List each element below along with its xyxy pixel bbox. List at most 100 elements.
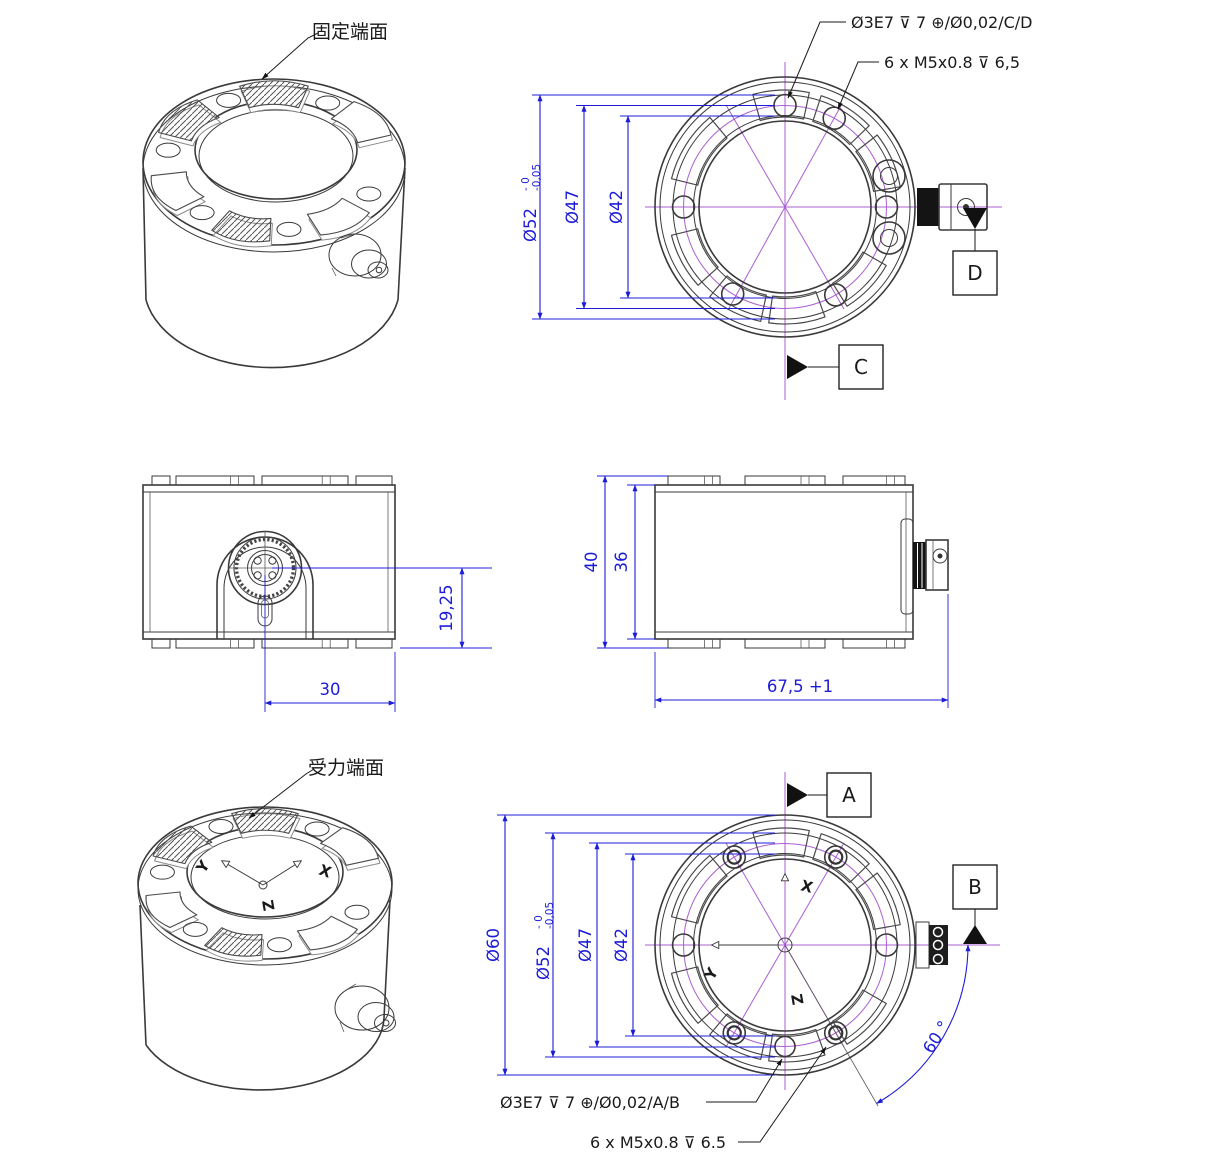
- dim-d42-label: Ø42: [612, 928, 631, 962]
- dim-connector-offset: 30: [264, 575, 396, 712]
- body-bottom: [145, 1017, 385, 1091]
- top-pads-side: [667, 475, 906, 486]
- outer-diameter: [654, 76, 916, 338]
- iso-view-fixed-face: 固定端面: [142, 21, 406, 369]
- datum-c: C: [787, 344, 884, 390]
- dim-diameter-60: Ø60: [484, 814, 775, 1076]
- top-circular-view: D C Ø52 - 0 -0,05 Ø47 Ø42: [520, 13, 1033, 400]
- dowel-hole: [774, 1035, 796, 1058]
- datum-c-label: C: [854, 355, 868, 379]
- bottom-circular-view: X Y Z 60 ° A B Ø60: [484, 772, 1000, 1152]
- front-view: 19,25 30: [142, 475, 492, 712]
- dim-60deg-label: 60 °: [919, 1017, 953, 1056]
- dim-diameter-52-bottom: Ø52 - 0 -0,05: [533, 832, 775, 1058]
- dowel-hole-callout-bottom: Ø3E7 ⊽ 7 ⊕/Ø0,02/A/B: [500, 1093, 680, 1112]
- body-left-silhouette: [139, 904, 147, 1046]
- thread-callout-bottom: 6 x M5x0.8 ⊽ 6.5: [590, 1133, 726, 1152]
- dowel-hole-callout-top: Ø3E7 ⊽ 7 ⊕/Ø0,02/C/D: [851, 13, 1033, 32]
- dim-d60-label: Ø60: [484, 928, 503, 962]
- datum-b-triangle: [963, 925, 987, 944]
- bottom-pads-side: [667, 638, 906, 649]
- connector-pin: [253, 556, 262, 565]
- mounting-pads: [670, 827, 901, 1063]
- dim-19-25-label: 19,25: [437, 584, 456, 631]
- connector-side: [900, 518, 949, 615]
- dim-length: 67,5 +1: [654, 594, 949, 708]
- datum-d-label: D: [967, 261, 982, 285]
- side-view: 40 36 67,5 +1: [582, 475, 949, 708]
- body-left-silhouette: [142, 167, 147, 301]
- dim-d52-tol-upper: - 0: [520, 177, 532, 191]
- dim-diameter-42-top: Ø42: [607, 115, 775, 299]
- origin-marker: [258, 880, 268, 890]
- cable-connector-iso: [328, 233, 389, 279]
- datum-b-label: B: [968, 875, 982, 899]
- datum-d: D: [952, 208, 998, 296]
- dim-connector-height: 19,25: [272, 567, 492, 649]
- coordinate-axes: X Y Z: [700, 874, 815, 1007]
- body-outline-side: [654, 484, 914, 640]
- connector-pin: [268, 556, 277, 565]
- dim-40-label: 40: [582, 552, 601, 573]
- center-bore: [194, 100, 358, 200]
- thread-callout-top: 6 x M5x0.8 ⊽ 6,5: [884, 53, 1020, 72]
- dim-diameter-47-top: Ø47: [563, 105, 775, 309]
- cable-connector-top: [917, 183, 988, 231]
- iso-view-load-face: X Y Z 受力端面: [137, 757, 396, 1091]
- connector-pin: [253, 571, 262, 580]
- body-bottom: [145, 299, 399, 369]
- datum-d-triangle: [963, 208, 987, 229]
- top-pads-front: [151, 475, 393, 486]
- dim-diameter-42-bottom: Ø42: [612, 853, 775, 1037]
- datum-a: A: [787, 772, 872, 818]
- bore: [698, 120, 872, 294]
- leader-line-fixed-face: [261, 32, 319, 80]
- body-right-silhouette: [397, 167, 406, 301]
- dim-d47-label: Ø47: [576, 928, 595, 962]
- leader-thread-hole-bottom: [738, 1046, 827, 1143]
- outer-rim-edge: [659, 81, 911, 333]
- y-axis-label: Y: [700, 964, 722, 984]
- dim-30-label: 30: [320, 680, 341, 699]
- dim-d42-label: Ø42: [607, 190, 626, 224]
- bore-step: [693, 115, 877, 299]
- bolt-circle: [683, 105, 887, 309]
- bolt-holes: [671, 93, 899, 307]
- coordinate-axes-iso: X Y Z: [192, 856, 334, 912]
- dim-angle-60: 60 °: [876, 944, 971, 1104]
- dim-height-body: 36: [612, 484, 655, 640]
- angle-leg-line: [784, 944, 879, 1107]
- bottom-pads-front: [151, 638, 393, 649]
- dim-height-overall: 40: [582, 475, 668, 649]
- cable-connector-iso: [334, 983, 396, 1033]
- bore: [698, 858, 872, 1032]
- mounting-pads-iso: [150, 80, 393, 248]
- datum-a-label: A: [842, 783, 856, 807]
- connector-pin: [268, 571, 277, 580]
- x-axis-label: X: [317, 861, 334, 882]
- leader-line-load-face: [248, 768, 315, 819]
- x-axis-arrow: [262, 861, 301, 886]
- dim-diameter-52-top: Ø52 - 0 -0,05: [520, 94, 775, 320]
- datum-b: B: [952, 864, 998, 944]
- leader-thread-hole-top: [837, 61, 879, 110]
- dim-36-label: 36: [612, 552, 631, 573]
- dim-d52-tol-lower: -0,05: [531, 164, 543, 191]
- x-axis-label: X: [799, 876, 815, 896]
- dim-d52-label: Ø52: [534, 946, 553, 980]
- z-axis-label: Z: [787, 993, 807, 1007]
- diagonal-centerline-2: [725, 104, 845, 310]
- datum-c-triangle: [787, 355, 808, 379]
- dim-d52-tol-lower: -0,05: [544, 902, 556, 929]
- dim-d52-label: Ø52: [521, 208, 540, 242]
- counterbore-holes: [872, 159, 906, 255]
- z-axis-label: Z: [258, 899, 278, 913]
- center-bore-wall: [198, 109, 354, 203]
- y-axis-label: Y: [192, 856, 214, 877]
- dim-d47-label: Ø47: [563, 190, 582, 224]
- dim-diameter-47-bottom: Ø47: [576, 842, 775, 1048]
- leader-dowel-hole-bottom: [706, 1058, 783, 1103]
- body-right-silhouette: [383, 899, 391, 1019]
